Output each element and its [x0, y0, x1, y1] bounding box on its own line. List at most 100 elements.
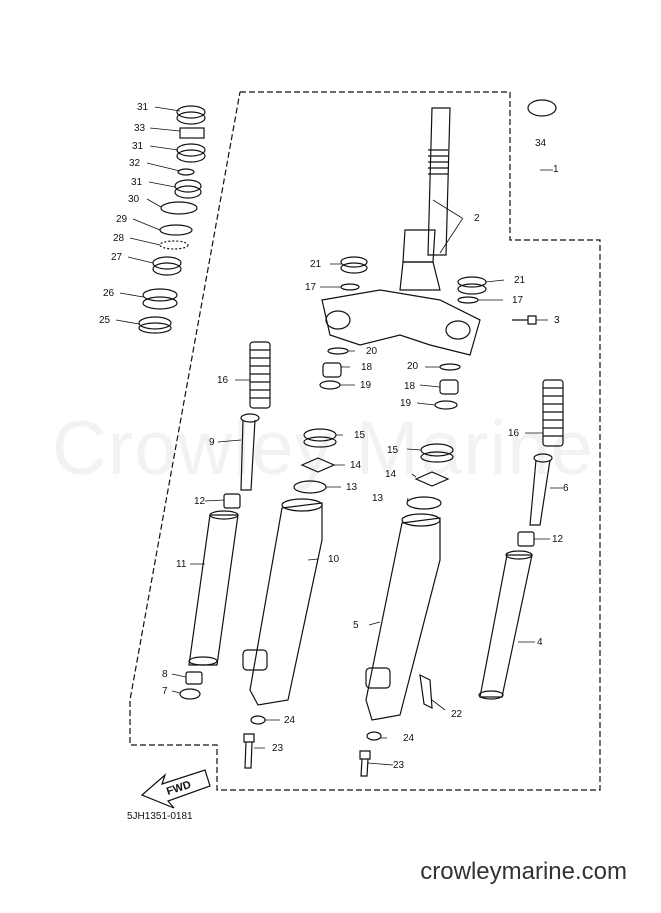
callout-28: 28 [113, 233, 125, 244]
race-25 [138, 316, 172, 334]
ball-race-28 [159, 240, 189, 250]
under-bracket [321, 289, 481, 356]
callout-13-left: 13 [346, 482, 358, 493]
dust-plate-14-left [300, 457, 336, 473]
collar-18-right [439, 379, 459, 395]
race-29 [159, 224, 193, 236]
washer-24-right [366, 731, 382, 741]
cover-30 [160, 201, 198, 215]
outer-tube-10 [242, 498, 323, 706]
oring-13-right [406, 496, 442, 510]
callout-18-right: 18 [404, 381, 416, 392]
callout-21-left: 21 [310, 259, 322, 270]
nut-31b [176, 143, 206, 163]
callout-31-c: 31 [131, 177, 143, 188]
callout-8: 8 [162, 669, 168, 680]
steering-shaft [399, 107, 451, 291]
oring-13-left [293, 480, 327, 494]
washer-32 [177, 168, 195, 176]
collar-18-left [322, 362, 342, 378]
reflector-22 [419, 673, 433, 710]
callout-31-a: 31 [137, 102, 149, 113]
washer-7 [179, 688, 201, 700]
callout-1: 1 [553, 164, 559, 175]
callout-12-left: 12 [194, 496, 206, 507]
inner-tube-11 [188, 510, 239, 666]
assembly-boundary [129, 91, 601, 791]
washer-24-left [250, 715, 266, 725]
damper-tube-6 [529, 453, 553, 526]
callout-22: 22 [451, 709, 463, 720]
callout-21-right: 21 [514, 275, 526, 286]
callout-32: 32 [129, 158, 141, 169]
outer-tube-5 [365, 513, 441, 721]
top-nut-31a [176, 105, 206, 125]
o-ring-34 [527, 99, 557, 117]
callout-20-left: 20 [366, 346, 378, 357]
bolt-23-left [243, 733, 255, 769]
callout-12-right: 12 [552, 534, 564, 545]
callout-9: 9 [209, 437, 215, 448]
seal-15-right [420, 443, 454, 463]
callout-27: 27 [111, 252, 123, 263]
callout-26: 26 [103, 288, 115, 299]
bolt-3 [512, 315, 537, 325]
ball-race-26 [142, 288, 178, 310]
rebound-12-left [223, 493, 241, 509]
callout-18-left: 18 [361, 362, 373, 373]
callout-10: 10 [328, 554, 340, 565]
washer-33 [179, 127, 205, 139]
callout-16-right: 16 [508, 428, 520, 439]
site-url: crowleymarine.com [420, 858, 627, 885]
spring-16-left [249, 341, 271, 409]
callout-11: 11 [176, 559, 187, 570]
callout-20-right: 20 [407, 361, 419, 372]
ring-19-right [434, 400, 458, 410]
callout-15-right: 15 [387, 445, 399, 456]
seal-15-left [303, 428, 337, 448]
callout-13-right: 13 [372, 493, 384, 504]
callout-19-left: 19 [360, 380, 372, 391]
callout-17-left: 17 [305, 282, 317, 293]
rebound-12-right [517, 531, 535, 547]
watermark: Crowley Marine [52, 406, 594, 491]
ring-17-right [457, 296, 479, 304]
bush-21-right [457, 276, 487, 295]
clip-20-left [327, 347, 349, 355]
callout-24-right: 24 [403, 733, 415, 744]
callout-25: 25 [99, 315, 111, 326]
callout-17-right: 17 [512, 295, 524, 306]
nut-31c [174, 179, 202, 199]
callout-31-b: 31 [132, 141, 144, 152]
fwd-arrow-icon [140, 769, 211, 809]
callout-5: 5 [353, 620, 359, 631]
ring-17-left [340, 283, 360, 291]
callout-34: 34 [535, 138, 547, 149]
callout-16-left: 16 [217, 375, 229, 386]
callout-3: 3 [554, 315, 560, 326]
callout-23-right: 23 [393, 760, 405, 771]
damper-tube-9 [240, 413, 260, 491]
callout-14-left: 14 [350, 460, 362, 471]
callout-24-left: 24 [284, 715, 296, 726]
callout-2: 2 [474, 213, 480, 224]
callout-14-right: 14 [385, 469, 397, 480]
bolt-23-right [359, 750, 371, 777]
callout-6: 6 [563, 483, 569, 494]
part-code: 5JH1351-0181 [127, 811, 193, 822]
callout-23-left: 23 [272, 743, 284, 754]
dust-plate-14-right [414, 471, 450, 487]
callout-4: 4 [537, 637, 543, 648]
stopper-8 [185, 671, 203, 685]
callout-19-right: 19 [400, 398, 412, 409]
clip-20-right [439, 363, 461, 371]
spring-16-right [542, 379, 564, 447]
ring-19-left [319, 380, 341, 390]
callout-7: 7 [162, 686, 168, 697]
callout-30: 30 [128, 194, 140, 205]
race-27 [152, 256, 182, 276]
callout-29: 29 [116, 214, 128, 225]
inner-tube-4 [478, 550, 533, 700]
bush-21-left [340, 256, 368, 274]
